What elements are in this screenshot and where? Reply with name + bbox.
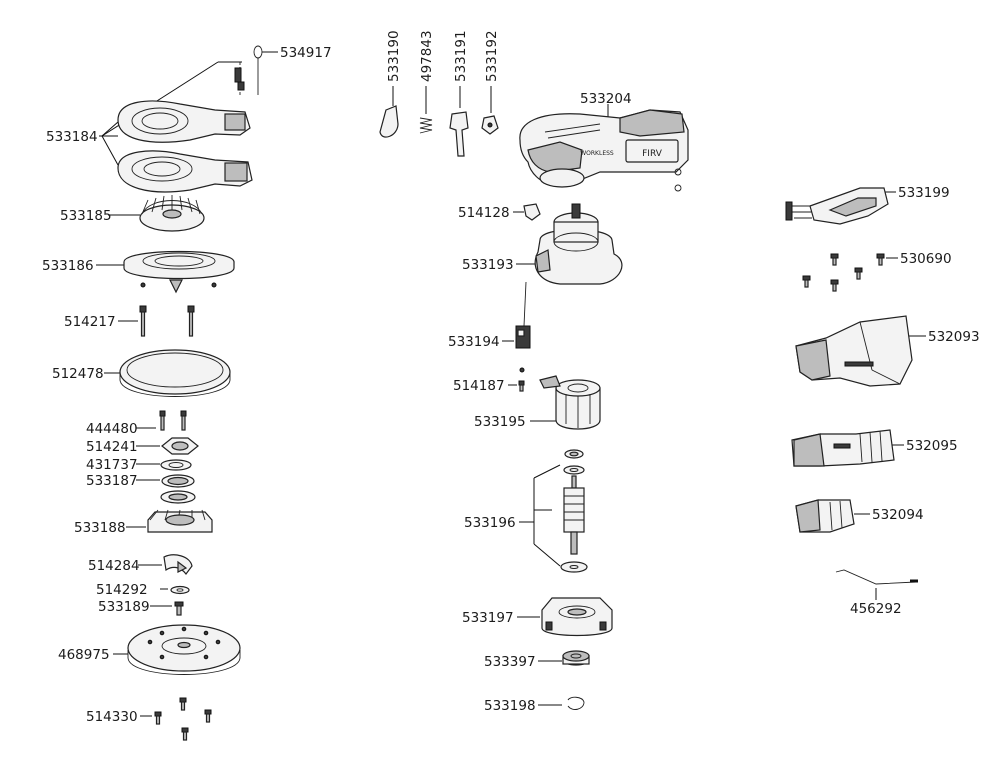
part-533186: [96, 250, 235, 294]
label-533191: 533191: [453, 30, 469, 82]
part-533198: [538, 696, 585, 710]
label-514128: 514128: [458, 205, 510, 221]
label-533189: 533189: [98, 599, 150, 615]
label-514292: 514292: [96, 582, 148, 598]
part-533204: FIRV WORKLESS: [519, 104, 689, 192]
label-514330: 514330: [86, 709, 138, 725]
part-533185: [108, 195, 205, 232]
label-533184: 533184: [46, 129, 98, 145]
part-532093: [795, 315, 926, 387]
part-514128: [513, 203, 541, 221]
label-533194: 533194: [448, 334, 500, 350]
part-532094: [795, 499, 870, 533]
part-533191: [449, 86, 469, 157]
label-514284: 514284: [88, 558, 140, 574]
part-533194: [502, 281, 531, 349]
part-514284: [138, 554, 193, 575]
part-533184: [99, 61, 253, 193]
label-532093: 532093: [928, 329, 980, 345]
brand-text: WORKLESS: [580, 150, 614, 157]
label-533196: 533196: [464, 515, 516, 531]
part-533190: [379, 86, 399, 138]
part-468975: [113, 624, 241, 675]
label-514241: 514241: [86, 439, 138, 455]
label-532095: 532095: [906, 438, 958, 454]
label-514217: 514217: [64, 314, 116, 330]
label-468975: 468975: [58, 647, 110, 663]
label-444480: 444480: [86, 421, 138, 437]
part-533196: [519, 449, 588, 573]
part-444480: [136, 410, 187, 431]
label-533192: 533192: [484, 30, 500, 82]
label-533190: 533190: [386, 30, 402, 82]
battery-text: FIRV: [642, 149, 663, 159]
part-514187: [508, 367, 525, 392]
part-532095: [791, 429, 904, 467]
label-514187: 514187: [453, 378, 505, 394]
part-533195: [530, 375, 601, 430]
part-431737: [136, 459, 192, 471]
part-497843: [419, 86, 433, 134]
label-533195: 533195: [474, 414, 526, 430]
label-534917: 534917: [280, 45, 332, 61]
part-514217: [118, 305, 195, 337]
label-497843: 497843: [419, 30, 435, 82]
label-533193: 533193: [462, 257, 514, 273]
label-431737: 431737: [86, 457, 138, 473]
label-533187: 533187: [86, 473, 138, 489]
part-533187: [136, 474, 196, 504]
label-533188: 533188: [74, 520, 126, 536]
label-533204: 533204: [580, 91, 632, 107]
label-533397: 533397: [484, 654, 536, 670]
part-533199: [785, 187, 896, 225]
label-533198: 533198: [484, 698, 536, 714]
part-514292: [160, 585, 190, 595]
label-530690: 530690: [900, 251, 952, 267]
part-530690: [802, 253, 898, 292]
part-533397: [538, 650, 590, 666]
part-534917: [234, 45, 278, 95]
part-533188: [126, 509, 213, 533]
label-456292: 456292: [850, 601, 902, 617]
label-533185: 533185: [60, 208, 112, 224]
label-512478: 512478: [52, 366, 104, 382]
label-533186: 533186: [42, 258, 94, 274]
part-456292: [835, 569, 918, 600]
label-532094: 532094: [872, 507, 924, 523]
part-533192: [481, 86, 499, 135]
part-514241: [136, 437, 199, 455]
label-533197: 533197: [462, 610, 514, 626]
label-533199: 533199: [898, 185, 950, 201]
part-533197: [517, 597, 613, 637]
part-512478: [104, 349, 231, 397]
part-514330: [140, 697, 212, 741]
part-533189: [150, 601, 184, 616]
part-533193: [516, 203, 623, 285]
